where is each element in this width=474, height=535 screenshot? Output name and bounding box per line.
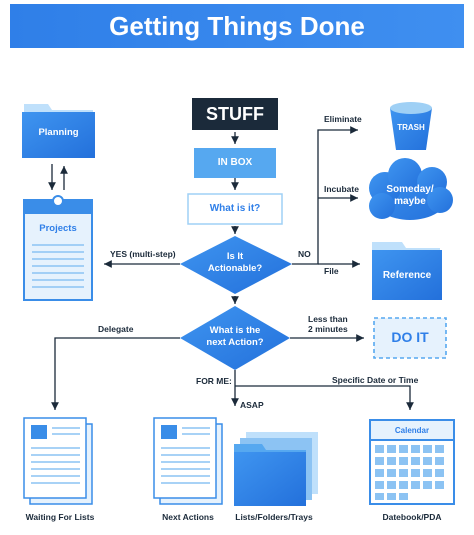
stuff-label: STUFF [206,104,264,124]
less-than-2-label: Less than 2 minutes [308,314,348,334]
diagram-title: Getting Things Done [109,10,365,41]
incubate-label: Incubate [324,184,359,194]
delegate-label: Delegate [98,324,134,334]
trash-can-icon [390,102,432,150]
waiting-documents-icon [23,417,93,505]
planning-label: Planning [38,127,79,138]
datebook-label: Datebook/PDA [382,512,442,522]
nextaction-diamond [180,306,290,370]
waiting-label: Waiting For Lists [25,512,95,522]
reference-folder-icon [372,242,442,300]
planning-folder-icon [22,104,95,158]
no-label: NO [298,249,311,259]
whatisit-box [187,193,283,225]
actionable-line-1: Is It [226,251,244,262]
actionable-diamond [180,236,292,294]
title-banner: Getting Things Done [10,4,464,48]
edge-delegate [51,337,180,410]
actionable-label: Is It Actionable? [185,251,285,275]
edge-eliminate [292,126,358,265]
whatisit-label: What is it? [209,203,261,214]
next-actions-label: Next Actions [162,512,214,522]
specific-date-label: Specific Date or Time [332,375,419,385]
actionable-line-2: Actionable? [207,263,263,274]
for-me-label: FOR ME: [196,376,232,386]
calendar-label: Calendar [394,426,430,435]
eliminate-label: Eliminate [324,114,362,124]
edge-specific-date [235,385,414,410]
inbox-box [194,148,276,178]
trash-label: TRASH [397,123,425,132]
someday-cloud-icon [369,158,453,220]
asap-label: ASAP [240,400,264,410]
yes-label: YES (multi-step) [110,249,176,259]
nextaction-line-1: What is the [209,325,261,336]
calendar-icon [369,419,455,505]
reference-label: Reference [382,270,432,281]
next-actions-documents-icon [153,417,223,505]
less-than-2-line-2: 2 minutes [308,324,348,334]
less-than-2-line-1: Less than [308,314,348,324]
someday-label: Someday/ maybe [372,184,448,208]
someday-line-1: Someday/ [386,184,434,195]
nextaction-label: What is the next Action? [185,325,285,349]
someday-line-2: maybe [394,196,426,207]
nextaction-line-2: next Action? [206,337,264,348]
folders-trays-icon [234,432,318,506]
inbox-label: IN BOX [217,157,253,168]
connectors [48,126,414,410]
do-it-label: DO IT [391,329,429,345]
projects-label: Projects [39,223,77,234]
stuff-box [192,98,278,130]
do-it-box [373,317,447,359]
file-label: File [324,266,339,276]
projects-document-icon [23,195,93,301]
lists-folders-label: Lists/Folders/Trays [235,512,313,522]
